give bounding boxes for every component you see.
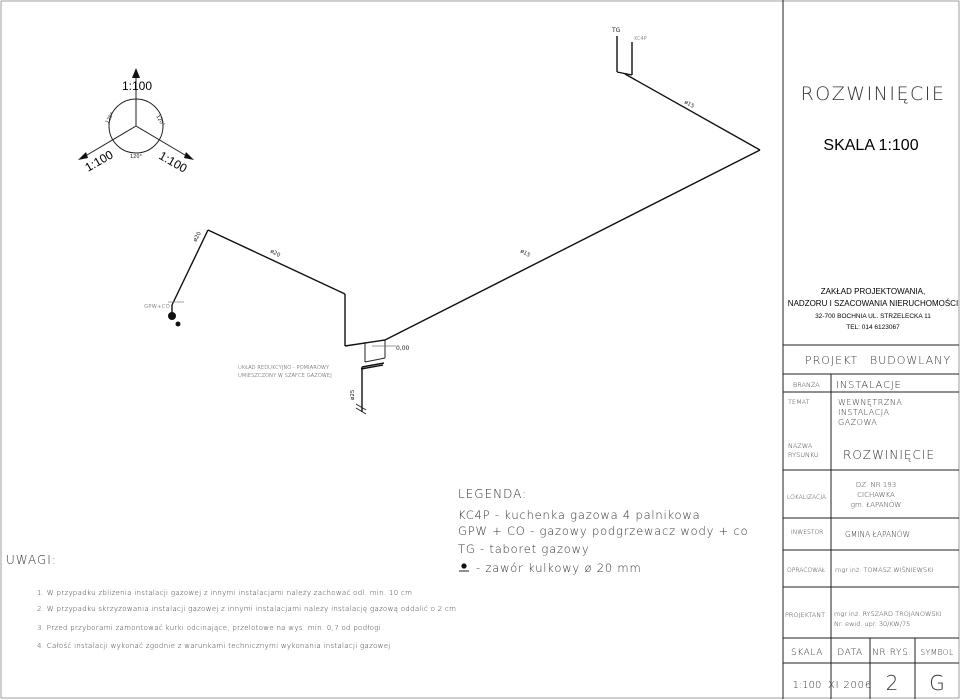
footer-header-symbol: SYMBOL	[920, 648, 953, 657]
angle-left-label: 120°	[105, 111, 116, 125]
nazwa-label-2: RYSUNKU	[788, 451, 819, 459]
temat-line2: INSTALACJA	[838, 408, 889, 417]
reduction-note-line2: UMIESZCZONY W SZAFCE GAZOWEJ	[238, 373, 332, 379]
branza-value: INSTALACJE	[836, 380, 902, 391]
project-type-right: BUDOWLANY	[870, 354, 951, 367]
inwestor-value: GMINA ŁAPANÓW	[845, 530, 910, 539]
kc4p-label: KC4P	[634, 36, 647, 42]
title-block: ROZWINIĘCIE SKALA 1:100 ZAKŁAD PROJEKTOW…	[782, 0, 959, 699]
legend-item-gpw-co: GPW + CO - gazowy podgrzewacz wody + co	[458, 524, 749, 538]
footer-header-scale: SKALA	[791, 648, 823, 658]
angle-right-label: 120°	[154, 114, 165, 128]
legend-title: LEGENDA:	[458, 487, 527, 501]
opracowal-label: OPRACOWAŁ	[787, 567, 826, 574]
temat-line1: WEWNĘTRZNA	[838, 398, 902, 407]
tg-label: TG	[611, 27, 621, 34]
drawing-title: ROZWINIĘCIE	[801, 83, 946, 105]
diameter-15-mid-label: ø15	[519, 249, 531, 260]
footer-value-symbol: G	[929, 671, 945, 695]
footer-header-date: DATA	[837, 648, 863, 658]
iso-left-label: 1:100	[83, 147, 116, 174]
temat-line3: GAZOWA	[838, 418, 877, 427]
lokalizacja-line1: DZ. NR 193	[856, 481, 896, 489]
notes: UWAGI: 1. W przypadku zbliżenia instalac…	[6, 553, 456, 650]
company-line1: ZAKŁAD PROJEKTOWANIA,	[821, 287, 925, 296]
lokalizacja-line3: gm. ŁAPANÓW	[851, 500, 902, 509]
project-type-left: PROJEKT	[805, 354, 858, 367]
iso-top-label: 1:100	[122, 79, 152, 93]
footer-value-number: 2	[886, 671, 899, 695]
notes-title: UWAGI:	[6, 553, 57, 567]
ball-valve-icon	[459, 563, 469, 572]
note-2: 2. W przypadku skrzyżowania instalacji g…	[37, 605, 456, 613]
iso-right-label: 1:100	[157, 148, 190, 175]
footer-value-scale: 1:100	[793, 680, 822, 691]
company-line3: 32-700 BOCHNIA UL. STRZELECKA 11	[815, 313, 931, 320]
nazwa-label-1: NAZWA	[788, 442, 813, 450]
legend-item-valve: - zawór kulkowy ø 20 mm	[476, 561, 641, 575]
company-line2: NADZORU I SZACOWANIA NIERUCHOMOŚCI	[788, 299, 958, 308]
angle-bottom-label: 120°	[130, 154, 143, 160]
temat-label: TEMAT	[788, 398, 810, 406]
gpw-co-label: GPW+CO	[144, 304, 170, 310]
lokalizacja-line2: CICHAWKA	[857, 491, 895, 499]
legend-item-tg: TG - taboret gazowy	[458, 542, 589, 556]
lokalizacja-label: LOKALIZACJA	[787, 494, 826, 501]
inwestor-label: INWESTOR	[791, 529, 823, 536]
diameter-20-b-label: ø20	[269, 249, 281, 260]
nazwa-value: ROZWINIĘCIE	[843, 448, 935, 462]
projektant-line2: Nr. ewid. upr. 30/KW/75	[834, 620, 910, 628]
company-line4: TEL: 014 6123067	[846, 324, 900, 331]
diameter-25-label: ø25	[350, 389, 356, 400]
footer-value-date: XI 2006	[828, 680, 872, 691]
branza-label: BRANŻA	[793, 381, 820, 389]
level-label: 0,00	[396, 345, 410, 352]
diameter-20-a-label: ø20	[193, 231, 204, 243]
legend: LEGENDA: KC4P - kuchenka gazowa 4 palnik…	[458, 487, 749, 575]
note-3: 3. Przed przyborami zamontować kurki odc…	[37, 624, 384, 632]
opracowal-value: mgr inż. TOMASZ WIŚNIEWSKI	[835, 565, 933, 574]
projektant-label: PROJEKTANT	[785, 611, 825, 619]
footer-header-number: NR RYS.	[872, 648, 912, 658]
reduction-note-line1: UKŁAD REDUKCYJNO - POMIAROWY	[238, 365, 330, 371]
projektant-line1: mgr inż. RYSZARD TROJANOWSKI	[834, 610, 942, 618]
legend-item-kc4p: KC4P - kuchenka gazowa 4 palnikowa	[458, 508, 700, 522]
gas-pipe-isometric	[168, 36, 761, 415]
note-1: 1. W przypadku zbliżenia instalacji gazo…	[37, 589, 412, 597]
diameter-15-top-label: ø15	[683, 100, 695, 111]
note-4: 4. Całość instalacji wykonać zgodnie z w…	[37, 642, 391, 650]
scale-big: SKALA 1:100	[823, 137, 918, 154]
isometric-scale-symbol: 1:100 1:100 1:100 120° 120° 120°	[78, 68, 194, 176]
